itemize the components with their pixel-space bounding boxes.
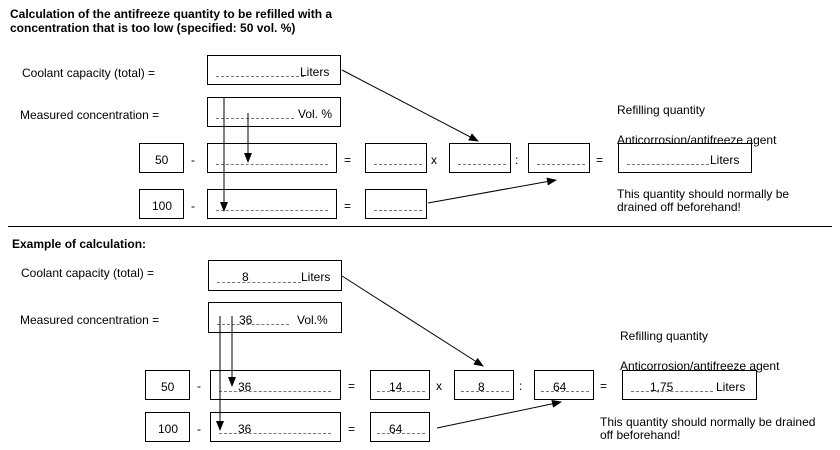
equals-sign: = [348,422,356,436]
measured-unit: Vol. % [298,107,333,121]
section2-title: Example of calculation: [12,237,147,251]
example-antifreeze-agent-label: Anticorrosion/antifreeze agent [620,359,780,373]
divide-sign: : [519,379,523,393]
divide-sign: : [515,153,519,167]
equals-sign: = [344,199,352,213]
example-row1-multiplier: 8 [478,380,485,394]
minus-sign: - [197,379,201,393]
measured-concentration-label: Measured concentration = [20,108,160,122]
arrow-row2-to-divisor [427,177,557,204]
antifreeze-agent-label: Anticorrosion/antifreeze agent [617,133,777,147]
example-coolant-unit: Liters [301,270,331,284]
example-row1-divisor: 64 [553,380,567,394]
example-coolant-value: 8 [242,270,249,284]
example-row1-difference: 14 [389,380,403,394]
result-box[interactable]: Liters [618,143,752,173]
equals-sign: = [344,153,352,167]
row2-difference-box[interactable] [365,189,427,219]
section-divider [8,226,832,227]
arrow-coolant-to-multiplier [341,69,479,142]
example-row1-divisor-box[interactable]: 64 [534,370,594,400]
example-row2-constant: 100 [158,422,179,436]
row1-multiplier-box[interactable] [449,143,511,173]
example-row1-constant: 50 [161,380,175,394]
row1-difference-box[interactable] [365,143,427,173]
row2-constant: 100 [152,199,173,213]
example-measured-value: 36 [239,313,253,327]
example-row2-difference-box[interactable]: 64 [370,412,430,442]
drain-note: This quantity should normally be drained… [617,187,790,214]
example-result-value: 1,75 [650,380,674,394]
minus-sign: - [191,199,195,213]
example-result-unit: Liters [716,380,746,394]
equals-sign: = [596,153,604,167]
example-coolant-capacity-label: Coolant capacity (total) = [21,266,155,280]
example-row2-subtrahend-box[interactable]: 36 [210,412,341,442]
example-refilling-quantity-label: Refilling quantity [620,329,709,343]
example-measured-concentration-box[interactable]: 36 Vol.% [208,302,342,333]
example-row2-subtrahend: 36 [238,422,252,436]
example-row1-constant-box: 50 [145,370,190,400]
times-sign: x [431,153,437,167]
row2-constant-box: 100 [139,189,184,219]
example-measured-concentration-label: Measured concentration = [20,313,160,327]
equals-sign: = [600,379,608,393]
example-row1-difference-box[interactable]: 14 [370,370,430,400]
refilling-quantity-label: Refilling quantity [617,103,706,117]
coolant-unit: Liters [300,65,330,79]
row1-divisor-box[interactable] [528,143,590,173]
row1-constant-box: 50 [139,143,184,173]
result-unit: Liters [710,153,740,167]
row2-subtrahend-box[interactable] [207,189,337,219]
example-row2-constant-box: 100 [145,412,190,442]
example-measured-unit: Vol.% [297,313,328,327]
example-result-box[interactable]: 1,75 Liters [622,370,757,400]
arrow-example-row2-to-divisor [436,399,562,429]
example-row1-subtrahend: 36 [238,380,252,394]
example-row1-multiplier-box[interactable]: 8 [454,370,514,400]
coolant-capacity-label: Coolant capacity (total) = [22,66,156,80]
example-row2-difference: 64 [389,422,403,436]
example-drain-note: This quantity should normally be drained… [600,415,816,442]
times-sign: x [436,379,442,393]
coolant-capacity-box[interactable]: Liters [207,55,341,85]
equals-sign: = [348,379,356,393]
section1-title: Calculation of the antifreeze quantity t… [10,7,333,35]
row1-subtrahend-box[interactable] [207,143,337,173]
minus-sign: - [197,422,201,436]
measured-concentration-box[interactable]: Vol. % [207,97,341,127]
arrow-example-coolant-to-multiplier [341,275,484,367]
example-coolant-capacity-box[interactable]: 8 Liters [208,260,342,291]
row1-constant: 50 [155,153,169,167]
minus-sign: - [191,153,195,167]
